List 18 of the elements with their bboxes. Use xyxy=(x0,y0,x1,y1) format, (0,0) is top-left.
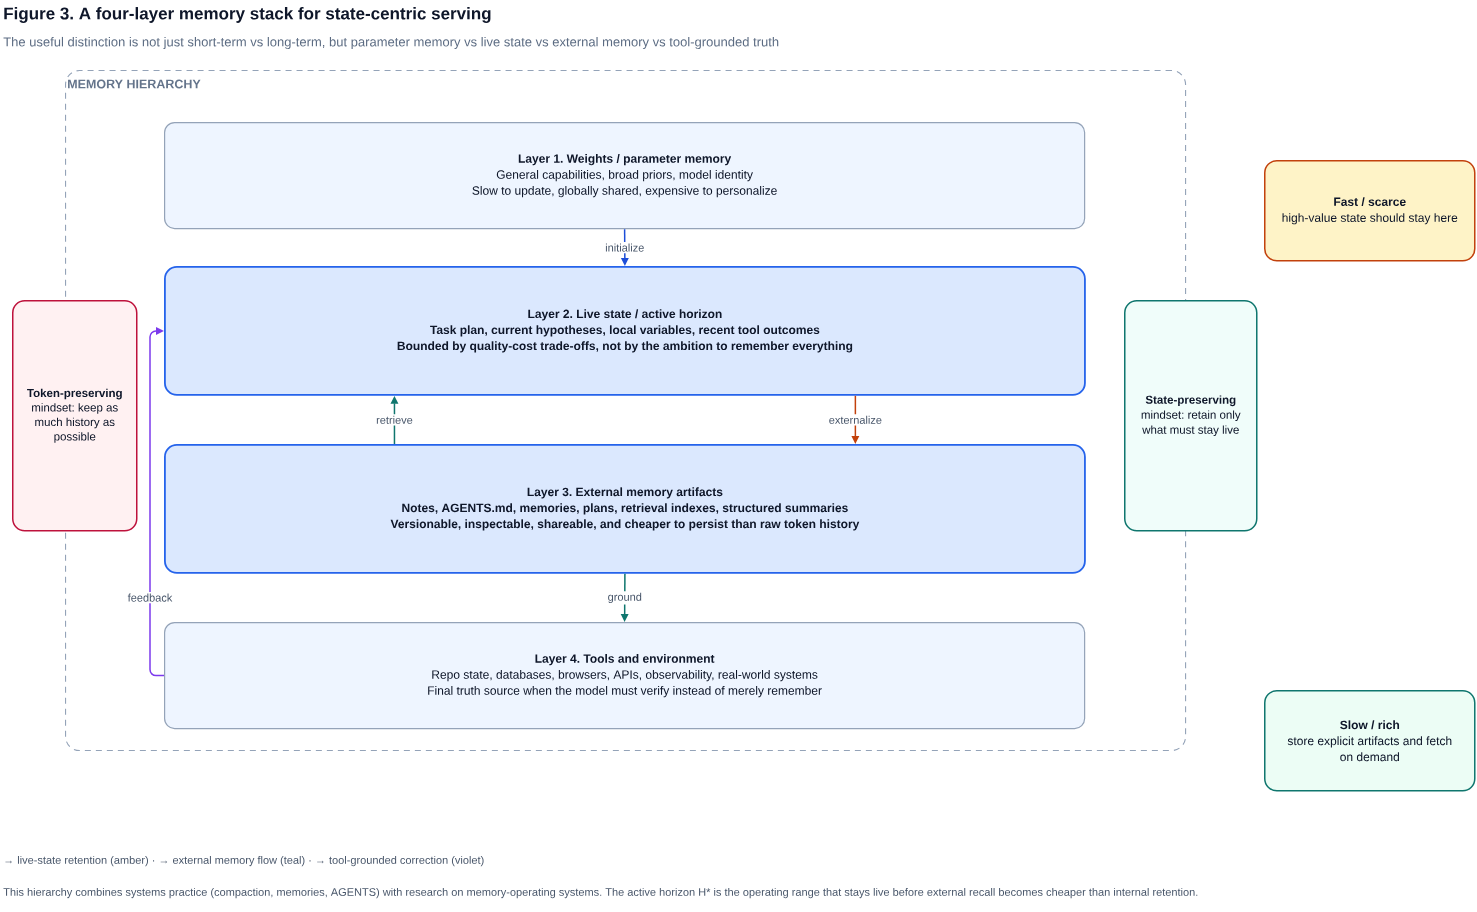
figure-title: Figure 3. A four-layer memory stack for state-centric serving xyxy=(4,7,491,23)
layer-box: Layer 4. Tools and environment Repo state, databases, browsers, APIs, observability, real-world systems Final truth source when the model must verify instead of merely remember xyxy=(164,622,1086,730)
legend-note: → live-state retention (amber) · → external memory flow (teal) · → tool-grounded correction (violet) xyxy=(5,855,484,867)
edge-label: feedback xyxy=(126,592,174,604)
layer-box: Layer 3. External memory artifacts Notes, AGENTS.md, memories, plans, retrieval indexes, structured summaries Versionable, inspectable, shareable, and cheaper to persist than raw token history xyxy=(164,444,1086,574)
edge-label: initialize xyxy=(603,242,646,254)
arrow xyxy=(149,326,165,677)
edge-label: ground xyxy=(606,591,644,605)
mindset-box: State-preserving mindset: retain only what must stay live xyxy=(1124,300,1258,532)
edge-label: externalize xyxy=(827,414,884,426)
caption: This hierarchy combines systems practice (compaction, memories, AGENTS) with research on memory-operating systems. The active horizon H* is the operating range that stays live before external recall becomes cheaper than internal retention. xyxy=(3,887,1198,899)
mindset-box: Token-preserving mindset: keep as much history as possible xyxy=(12,300,138,532)
info-box: Fast / scarce high-value state should stay here xyxy=(1264,160,1476,262)
edge-label: retrieve xyxy=(374,414,415,426)
subtitle: The useful distinction is not just short-term vs long-term, but parameter memory vs live state vs external memory vs tool-grounded truth xyxy=(3,36,779,50)
layer-box: Layer 1. Weights / parameter memory General capabilities, broad priors, model identity Slow to update, globally shared, expensive to personalize xyxy=(164,122,1086,230)
info-box: Slow / rich store explicit artifacts and fetch on demand xyxy=(1264,690,1476,792)
layer-box: Layer 2. Live state / active horizon Task plan, current hypotheses, local variables, recent tool outcomes Bounded by quality-cost trade-offs, not by the ambition to remember everything xyxy=(164,266,1086,396)
